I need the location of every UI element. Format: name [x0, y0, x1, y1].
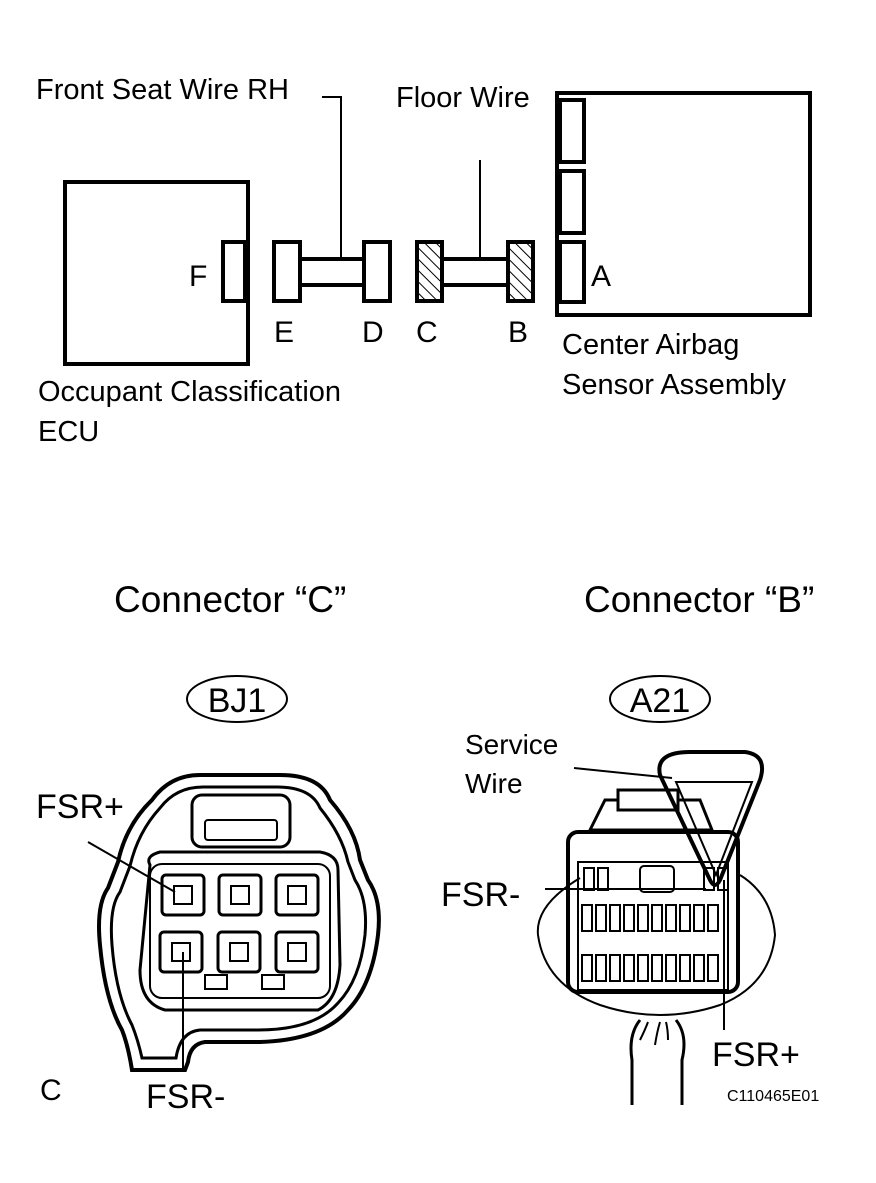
figure-code: C110465E01	[727, 1088, 819, 1105]
service-wire-loop	[657, 750, 765, 887]
sensor-name-line2: Sensor Assembly	[562, 369, 787, 401]
ecu-name-line1: Occupant Classification	[38, 376, 341, 408]
connector-b-fsr-minus-label: FSR-	[441, 876, 520, 914]
connector-c-code-badge	[186, 675, 288, 723]
connector-d-label: D	[362, 316, 384, 349]
front-seat-wire-label: Front Seat Wire RH	[36, 74, 289, 106]
ecu-name-line2: ECU	[38, 416, 99, 448]
wiring-overview: F E D C B A Front Seat Wire	[36, 74, 812, 448]
connector-c-fsr-minus-label: FSR-	[146, 1078, 225, 1116]
connector-f-label: F	[189, 260, 207, 293]
connector-c-side-letter: C	[40, 1074, 62, 1107]
connector-b-view: Connector “B” A21	[441, 579, 814, 1105]
connector-b-pin-row-1	[581, 904, 719, 932]
floor-wire-label: Floor Wire	[396, 82, 530, 114]
connector-b-title: Connector “B”	[584, 579, 814, 620]
connector-b-housing	[536, 750, 777, 1105]
connector-b-code: A21	[630, 682, 691, 720]
connector-c-code: BJ1	[208, 682, 267, 720]
service-wire-label-line1: Service	[465, 729, 558, 760]
connector-b-fsr-plus-label: FSR+	[712, 1036, 800, 1074]
front-seat-wire-harness: E D	[272, 96, 392, 349]
connector-e-label: E	[274, 316, 294, 349]
connector-c-terminal-row-1	[160, 873, 320, 917]
connector-c-label: C	[416, 316, 438, 349]
occupant-classification-ecu: F	[63, 180, 250, 366]
floor-wire-harness: C B	[415, 160, 535, 349]
connector-b-pin-row-2	[581, 954, 719, 982]
connector-a-label: A	[591, 260, 611, 293]
connector-b-code-badge	[609, 675, 711, 723]
connector-b-label: B	[508, 316, 528, 349]
center-airbag-sensor-assembly: A	[555, 91, 812, 317]
connector-c-fsr-plus-label: FSR+	[36, 788, 124, 826]
connector-c-view: Connector “C” BJ1	[36, 579, 381, 1116]
service-wire-label-line2: Wire	[465, 768, 523, 799]
sensor-name-line1: Center Airbag	[562, 329, 739, 361]
connector-c-title: Connector “C”	[114, 579, 346, 620]
connector-c-housing	[97, 773, 381, 1072]
connector-c-terminal-row-2	[158, 930, 320, 974]
